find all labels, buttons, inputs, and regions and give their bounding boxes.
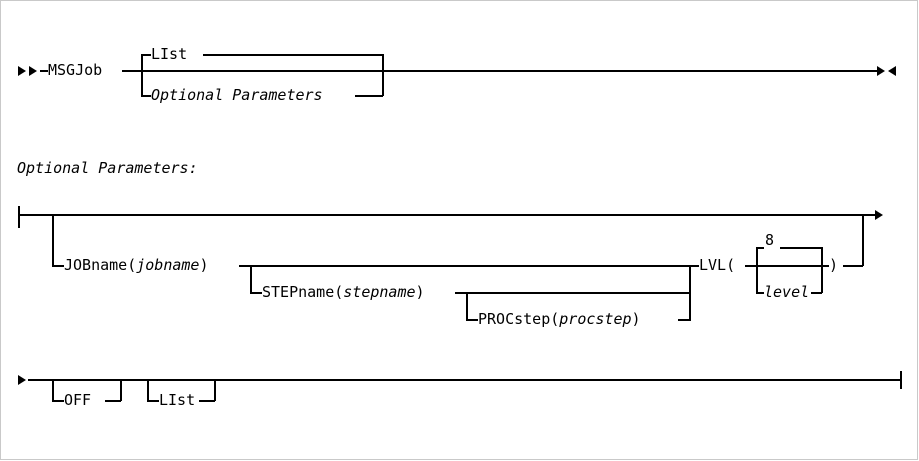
start-marker-arrow-1 [18, 66, 26, 76]
line-lvl-to-inner-split [745, 265, 757, 267]
label-procstep: PROCstep(procstep) [478, 312, 641, 327]
section-title-optional-parameters: Optional Parameters: [17, 159, 198, 177]
lvl-inner-join-vertical [821, 247, 823, 293]
branch-join-right-vertical [382, 54, 384, 96]
jobname-keyword-text: JOBname( [64, 256, 137, 274]
label-lvl-close: ) [829, 256, 839, 274]
line-jobname-row-to-join [239, 265, 691, 267]
list-branch-left-vertical [147, 379, 149, 401]
line-to-optional-label [141, 95, 151, 97]
alt-label-optional-parameters: Optional Parameters [151, 86, 323, 104]
label-jobname-open: JOBname(jobname) [64, 258, 209, 273]
keyword-msgjob: MSGJob [48, 61, 103, 79]
line-off-to-join [105, 400, 121, 402]
label-lvl-default-8: 8 [765, 231, 775, 249]
stepname-branch-vertical [250, 265, 252, 293]
line-to-jobname [52, 265, 64, 267]
procstep-keyword-text: PROCstep( [478, 310, 560, 328]
procstep-branch-vertical [466, 292, 468, 320]
fragment-end-tick-row3 [900, 371, 902, 389]
line-to-stepname [250, 292, 262, 294]
line-row2-main [18, 214, 875, 216]
row2-continue-arrow [875, 210, 883, 220]
jobname-variable-text: jobname [136, 256, 200, 274]
end-marker-arrow-right [877, 66, 885, 76]
lvl-inner-split-vertical [756, 247, 758, 293]
line-optional-to-join [355, 95, 383, 97]
line-join-to-lvl [689, 265, 699, 267]
label-lvl-open: LVL( [699, 256, 736, 274]
alt-label-list: LIst [151, 45, 188, 63]
line-keyword-to-split [122, 70, 142, 72]
line-main-through [141, 70, 383, 72]
procstep-close-text: ) [631, 310, 641, 328]
line-list-to-join [203, 54, 383, 56]
line-start-to-keyword [40, 70, 48, 72]
label-off: OFF [64, 391, 92, 409]
line-to-list-label [141, 54, 151, 56]
stepname-variable-text: stepname [343, 283, 416, 301]
off-branch-left-vertical [52, 379, 54, 401]
line-list-to-join-row3 [199, 400, 215, 402]
lvl-return-vertical [862, 214, 864, 266]
line-to-level-variable [756, 292, 764, 294]
line-close-to-up-join [843, 265, 863, 267]
label-list-row3: LIst [159, 391, 196, 409]
line-to-default-8 [756, 247, 764, 249]
label-stepname: STEPname(stepname) [262, 285, 425, 300]
stepname-keyword-text: STEPname( [262, 283, 344, 301]
line-default-8-to-join [780, 247, 822, 249]
off-branch-right-vertical [120, 379, 122, 401]
branch-split-left-vertical [141, 54, 143, 96]
jobname-branch-vertical [52, 214, 54, 266]
fragment-start-tick-row2 [18, 206, 20, 228]
line-to-off [52, 400, 64, 402]
end-marker-arrow-left [888, 66, 896, 76]
line-lvl-inner-through [756, 265, 822, 267]
line-join-to-end [382, 70, 877, 72]
row3-continue-arrow [18, 375, 26, 385]
line-stepname-row-to-join [455, 292, 691, 294]
line-to-list-row3 [147, 400, 159, 402]
line-row3-main [28, 379, 901, 381]
line-procstep-to-join [678, 319, 690, 321]
procstep-variable-text: procstep [559, 310, 632, 328]
line-level-to-join [811, 292, 822, 294]
list-branch-right-vertical [214, 379, 216, 401]
start-marker-arrow-2 [29, 66, 37, 76]
stepname-close-text: ) [415, 283, 425, 301]
jobname-close-text: ) [199, 256, 209, 274]
label-lvl-variable-level: level [764, 283, 810, 301]
line-inner-join-to-close [821, 265, 829, 267]
line-to-procstep [466, 319, 478, 321]
